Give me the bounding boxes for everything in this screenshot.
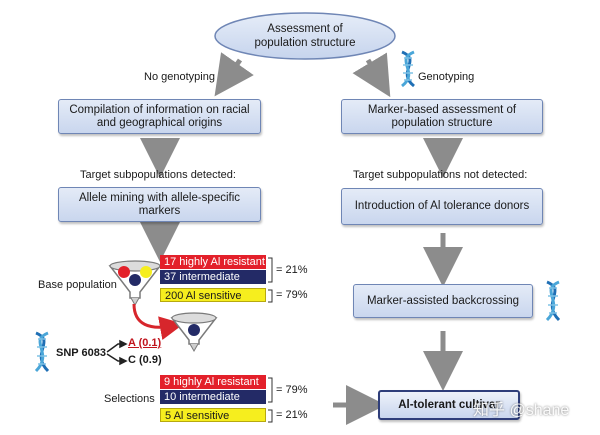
watermark: 知乎 @shane	[473, 402, 570, 419]
branch-label-genotyping: Genotyping	[418, 71, 475, 83]
right-box-tolerance-donors: Introduction of Al tolerance donors	[341, 188, 543, 225]
dna-icon-backcrossing	[545, 280, 561, 322]
dna-icon-genotyping	[400, 50, 416, 88]
top-ellipse	[214, 12, 396, 60]
left-label-detected: Target subpopulations detected:	[80, 169, 236, 181]
selection-funnel-icon	[170, 312, 218, 353]
left-box-compilation: Compilation of information on racial and…	[58, 99, 261, 134]
right-box-backcrossing: Marker-assisted backcrossing	[353, 284, 533, 318]
selections-label: Selections	[104, 393, 155, 405]
sel-pct-sensitive: = 21%	[276, 409, 308, 421]
sel-pill-sensitive: 5 Al sensitive	[160, 408, 266, 422]
snp-name: SNP 6083	[56, 347, 106, 359]
left-box-allele-mining: Allele mining with allele-specific marke…	[58, 187, 261, 222]
base-pill-sensitive: 200 Al sensitive	[160, 288, 266, 302]
base-population-label: Base population	[38, 279, 117, 291]
right-label-not-detected: Target subpopulations not detected:	[353, 169, 528, 181]
red-curved-arrow	[132, 303, 184, 340]
base-pill-resistant: 17 highly Al resistant	[160, 255, 266, 269]
base-pct-resistant: = 21%	[276, 264, 308, 276]
flow-arrows	[140, 52, 463, 425]
branch-label-no-genotyping: No genotyping	[144, 71, 215, 83]
dna-icon-snp	[34, 331, 50, 373]
base-funnel-icon	[108, 260, 162, 307]
sel-pill-intermediate: 10 intermediate	[160, 390, 266, 404]
arrow-top-right	[352, 52, 391, 98]
top-node-label: Assessment of population structure	[254, 23, 356, 49]
snp-allele-c: C (0.9)	[128, 354, 162, 366]
sel-pct-resistant: = 79%	[276, 384, 308, 396]
percent-brackets	[268, 257, 273, 423]
snp-allele-a: A (0.1)	[128, 337, 162, 349]
final-box-cultivar: Al-tolerant cultivar	[378, 390, 520, 420]
right-box-marker-assessment: Marker-based assessment of population st…	[341, 99, 543, 134]
snp-branch	[106, 339, 128, 366]
arrow-top-left	[214, 52, 254, 97]
base-pct-sensitive: = 79%	[276, 289, 308, 301]
base-pill-intermediate: 37 intermediate	[160, 270, 266, 284]
sel-pill-resistant: 9 highly Al resistant	[160, 375, 266, 389]
